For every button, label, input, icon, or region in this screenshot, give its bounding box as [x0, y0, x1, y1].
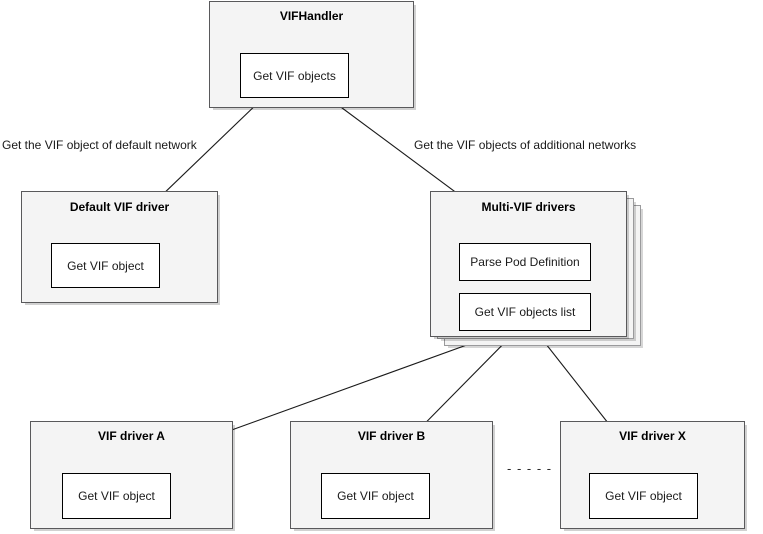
edge-label-default-network: Get the VIF object of default network: [2, 138, 197, 152]
edge-label-additional-networks: Get the VIF objects of additional networ…: [414, 138, 637, 152]
default-vif-driver-get-vif-object[interactable]: Get VIF object: [51, 243, 160, 288]
multi-vif-drivers-parse-pod-definition[interactable]: Parse Pod Definition: [459, 243, 591, 281]
vif-handler-title: VIFHandler: [279, 9, 344, 23]
vif-driver-x-get-vif-object[interactable]: Get VIF object: [589, 473, 698, 519]
vif-handler-get-vif-objects[interactable]: Get VIF objects: [240, 53, 349, 98]
vif-driver-b-title: VIF driver B: [357, 429, 426, 443]
multi-vif-drivers-get-vif-objects-list[interactable]: Get VIF objects list: [459, 293, 591, 331]
default-vif-driver-title: Default VIF driver: [69, 200, 170, 214]
ellipsis-separator: - - - - -: [507, 461, 553, 476]
multi-vif-drivers-title: Multi-VIF drivers: [481, 200, 576, 214]
vif-driver-a-get-vif-object[interactable]: Get VIF object: [62, 473, 171, 519]
vif-driver-b-get-vif-object[interactable]: Get VIF object: [321, 473, 430, 519]
vif-driver-x-title: VIF driver X: [619, 429, 686, 443]
vif-driver-a-title: VIF driver A: [98, 429, 165, 443]
